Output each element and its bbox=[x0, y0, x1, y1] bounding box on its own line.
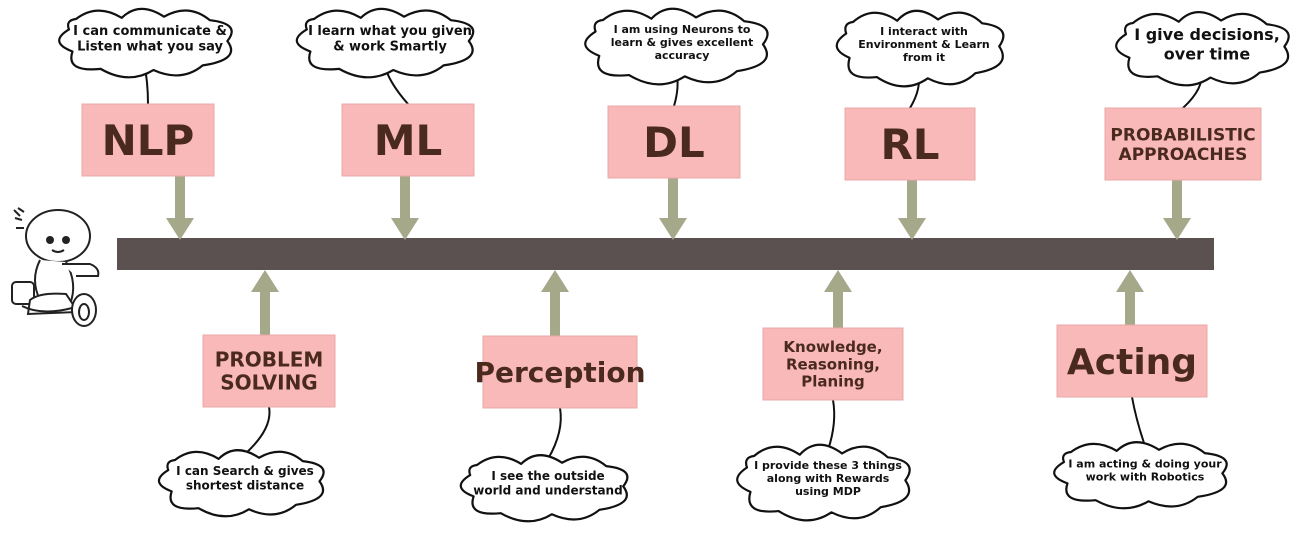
concept-box bbox=[341, 103, 475, 177]
top-item-0: NLP I can communicate &Listen what you sa… bbox=[58, 7, 233, 240]
speech-cloud-text: Listen what you say bbox=[77, 39, 223, 54]
speech-cloud-text: I interact with bbox=[880, 25, 968, 38]
speech-cloud-text: I learn what you given bbox=[308, 24, 472, 39]
cloud-connector-line bbox=[1131, 396, 1146, 447]
top-item-1: ML I learn what you given& work Smartly bbox=[295, 7, 475, 240]
connector-arrow bbox=[166, 176, 194, 240]
speech-cloud-text: Environment & Learn bbox=[858, 38, 990, 51]
speech-cloud-text: I provide these 3 things bbox=[754, 459, 902, 472]
cloud-connector-line bbox=[244, 406, 271, 455]
speech-cloud bbox=[835, 9, 1005, 88]
concept-box-label: Knowledge, bbox=[783, 338, 882, 356]
speech-cloud-text: learn & gives excellent bbox=[611, 36, 753, 49]
speech-cloud bbox=[295, 7, 475, 79]
connector-arrow bbox=[1163, 180, 1191, 240]
connector-arrow bbox=[898, 180, 926, 240]
speech-cloud bbox=[459, 454, 629, 523]
speech-cloud-text: along with Rewards bbox=[767, 472, 890, 485]
speech-cloud bbox=[1115, 11, 1290, 87]
speech-cloud-text: work with Robotics bbox=[1086, 471, 1205, 484]
speech-cloud-text: accuracy bbox=[655, 49, 710, 62]
concept-box-label: SOLVING bbox=[220, 371, 317, 395]
speech-cloud bbox=[584, 7, 769, 86]
speech-cloud-text: shortest distance bbox=[186, 479, 304, 493]
concept-box bbox=[202, 334, 336, 408]
concept-box bbox=[844, 107, 976, 181]
timeline-bar bbox=[117, 238, 1214, 270]
speech-cloud-text: I give decisions, bbox=[1134, 25, 1280, 44]
concept-box-label: Planing bbox=[801, 373, 865, 391]
concept-box-label: DL bbox=[643, 118, 705, 167]
connector-arrow bbox=[824, 270, 852, 328]
speech-cloud-text: I can Search & gives bbox=[176, 464, 314, 478]
speech-cloud-text: I am acting & doing your bbox=[1068, 457, 1222, 470]
connector-arrow bbox=[251, 270, 279, 335]
speech-cloud bbox=[736, 443, 911, 522]
speech-cloud bbox=[58, 7, 233, 79]
bottom-item-2: Knowledge,Reasoning,Planing I provide the… bbox=[736, 270, 911, 522]
concept-box-label: PROBABILISTIC bbox=[1110, 125, 1255, 145]
cartoon-character-on-scooter-icon bbox=[11, 207, 100, 327]
speech-cloud-text: world and understand bbox=[473, 484, 622, 498]
cloud-connector-line bbox=[547, 407, 562, 460]
concept-box-label: NLP bbox=[102, 116, 195, 165]
speech-cloud-text: I see the outside bbox=[491, 469, 604, 483]
connector-arrow bbox=[391, 176, 419, 240]
concept-box bbox=[607, 105, 741, 179]
speech-cloud bbox=[1053, 441, 1228, 510]
concept-box bbox=[1056, 324, 1208, 398]
speech-cloud bbox=[157, 449, 325, 518]
speech-cloud-text: from it bbox=[903, 51, 945, 64]
concept-box-label: Acting bbox=[1067, 342, 1197, 383]
speech-cloud-text: I am using Neurons to bbox=[614, 23, 751, 36]
concept-box bbox=[762, 327, 904, 401]
connector-arrow bbox=[1116, 270, 1144, 325]
speech-cloud-text: & work Smartly bbox=[333, 39, 447, 54]
concept-box bbox=[81, 103, 215, 177]
concept-box-label: ML bbox=[374, 116, 443, 165]
connector-arrow bbox=[541, 270, 569, 336]
concept-box-label: APPROACHES bbox=[1119, 145, 1248, 165]
connector-arrow bbox=[659, 178, 687, 240]
concept-box bbox=[482, 335, 638, 409]
speech-cloud-text: I can communicate & bbox=[73, 24, 227, 39]
concept-box-label: Perception bbox=[474, 356, 645, 389]
concept-box-label: RL bbox=[880, 120, 939, 169]
concept-box-label: PROBLEM bbox=[215, 348, 324, 372]
concept-box bbox=[1104, 107, 1262, 181]
speech-cloud-text: using MDP bbox=[795, 485, 861, 498]
concept-box-label: Reasoning, bbox=[786, 355, 880, 373]
speech-cloud-text: over time bbox=[1164, 44, 1251, 63]
cloud-connector-line bbox=[827, 399, 836, 451]
